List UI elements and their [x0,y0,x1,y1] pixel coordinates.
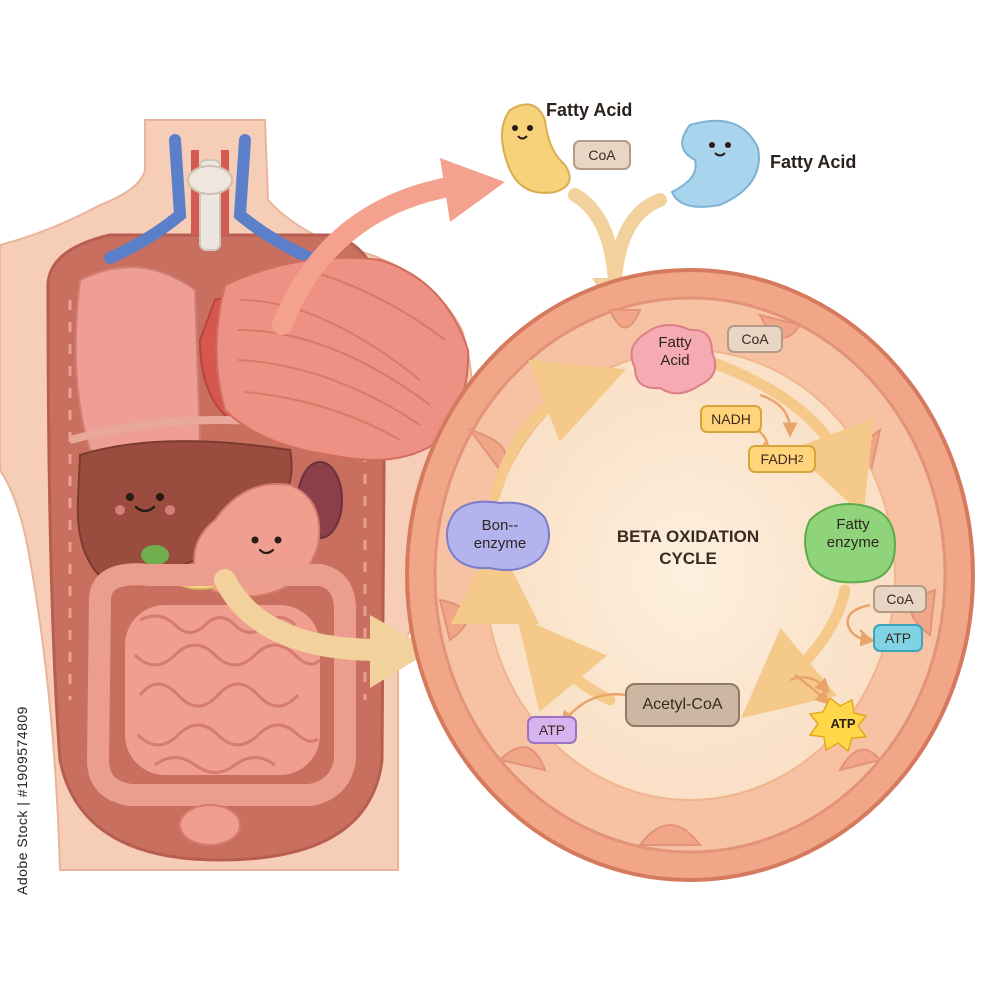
fatty-acid-label-1: Fatty Acid [546,100,633,120]
coa-tag-top: CoA [573,140,631,170]
human-torso [0,119,474,871]
atp-star-label: ATP [830,716,856,731]
stock-watermark: Adobe Stock | #1909574809 [14,706,30,895]
fatty-acid-label-2: Fatty Acid [770,152,857,172]
cycle-title: BETA OXIDATION CYCLE [616,527,760,568]
acetyl-coa-node: Acetyl-CoA [625,683,740,727]
nadh-node: NADH [700,405,762,433]
cycle-arrows [451,354,874,719]
bon-enzyme-shape [445,500,550,571]
atp-node-right: ATP [873,624,923,652]
bon-enzyme-label: Bon--enzyme [473,517,527,552]
fatty-enzyme-shape [804,503,897,584]
fatty-acid-molecule-blue [670,119,760,208]
fatty-acid-molecule-yellow [501,103,571,194]
atp-node-left: ATP [527,716,577,744]
coa-node-top: CoA [727,325,783,353]
coa-node-right: CoA [873,585,927,613]
atp-starburst-shape [808,696,868,753]
fatty-acid-node-shape [630,324,716,395]
